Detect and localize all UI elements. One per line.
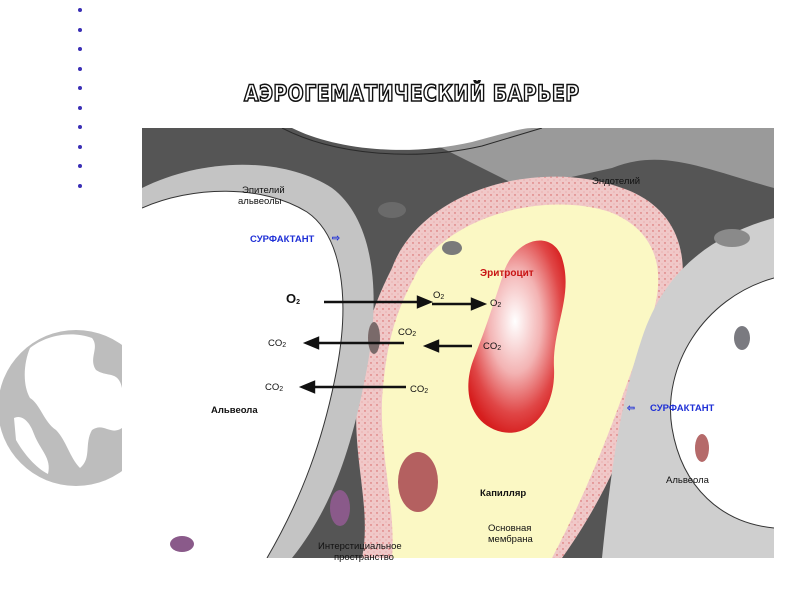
co2-e-label: CO2 bbox=[410, 384, 428, 397]
co2-a-label: CO2 bbox=[398, 327, 416, 340]
interstitial-line1: Интерстициальное bbox=[318, 541, 402, 552]
o2-main-text: O bbox=[286, 291, 297, 306]
o2-end-sub: 2 bbox=[497, 302, 502, 309]
co2-c-text: CO bbox=[483, 341, 498, 352]
co2-a-text: CO bbox=[398, 327, 413, 338]
co2-e-sub: 2 bbox=[424, 388, 429, 395]
bullet-dot bbox=[78, 144, 82, 149]
co2-b-label: CO2 bbox=[268, 338, 286, 351]
arrow-left-outline-icon: ⇦ bbox=[627, 403, 635, 414]
co2-d-text: CO bbox=[265, 382, 280, 393]
air-blood-barrier-illustration bbox=[142, 128, 774, 558]
bullet-list bbox=[74, 8, 86, 203]
o2-mid-sub: 2 bbox=[440, 294, 445, 301]
o2-main-label: O2 bbox=[286, 291, 301, 308]
bullet-dot bbox=[78, 86, 82, 90]
bullet-dot bbox=[78, 8, 82, 12]
co2-b-sub: 2 bbox=[282, 342, 287, 349]
co2-c-label: CO2 bbox=[483, 341, 501, 354]
o2-end-text: O bbox=[490, 298, 498, 309]
co2-b-text: CO bbox=[268, 338, 283, 349]
co2-c-sub: 2 bbox=[497, 345, 502, 352]
slide-title: АЭРОГЕМАТИЧЕСКИЙ БАРЬЕР bbox=[243, 81, 580, 108]
bullet-dot bbox=[78, 47, 82, 51]
epithelium-label-line2: альвеолы bbox=[238, 196, 282, 207]
bullet-dot bbox=[78, 183, 82, 188]
bullet-dot bbox=[78, 125, 82, 129]
globe-icon bbox=[0, 318, 122, 486]
o2-mid-text: O bbox=[433, 290, 441, 301]
o2-mid-label: O2 bbox=[433, 290, 444, 303]
erythrocyte-label: Эритроцит bbox=[480, 268, 534, 279]
o2-main-sub: 2 bbox=[296, 299, 301, 306]
bullet-dot bbox=[78, 164, 82, 168]
epithelium-label-line1: Эпителий bbox=[242, 185, 285, 196]
interstitial-line2: пространство bbox=[334, 552, 394, 563]
bullet-dot bbox=[78, 27, 82, 32]
alveola-left-label: Альвеола bbox=[211, 405, 258, 416]
co2-d-label: CO2 bbox=[265, 382, 283, 395]
capillary-label: Капилляр bbox=[480, 488, 527, 499]
basement-membrane-line1: Основная bbox=[488, 523, 532, 534]
bullet-dot bbox=[78, 105, 82, 110]
alveola-right-label: Альвеола bbox=[666, 475, 709, 486]
co2-d-sub: 2 bbox=[279, 386, 284, 393]
endothelium-label: Эндотелий bbox=[592, 176, 641, 187]
arrow-right-outline-icon: ⇨ bbox=[332, 233, 340, 244]
surfactant-right-label: СУРФАКТАНТ bbox=[650, 403, 715, 414]
co2-a-sub: 2 bbox=[412, 331, 417, 338]
co2-e-text: CO bbox=[410, 384, 425, 395]
bullet-dot bbox=[78, 66, 82, 71]
o2-end-label: O2 bbox=[490, 298, 501, 311]
surfactant-left-label: СУРФАКТАНТ bbox=[250, 234, 315, 245]
basement-membrane-line2: мембрана bbox=[488, 534, 533, 545]
